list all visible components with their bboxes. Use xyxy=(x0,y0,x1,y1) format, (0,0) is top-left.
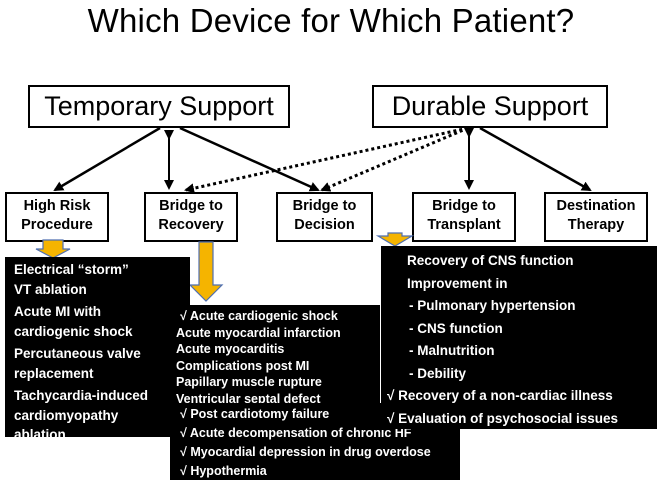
decision-item: - Pulmonary hypertension xyxy=(409,298,576,313)
bridge-decision-line-1: Bridge to xyxy=(292,198,357,214)
arrow-temp-to-decision xyxy=(179,126,320,192)
destination-line-1: Destination xyxy=(556,198,636,214)
bridge-to-transplant-box: Bridge to Transplant xyxy=(412,192,516,242)
bridge-recovery-line-1: Bridge to xyxy=(159,198,223,214)
high-risk-item: VT ablation xyxy=(14,281,87,297)
callout-arrow-decision xyxy=(375,232,415,247)
recovery-item: Ventricular septal defect xyxy=(176,391,321,406)
temporary-support-box: Temporary Support xyxy=(28,85,290,128)
bridge-decision-line-2: Decision xyxy=(294,217,355,233)
high-risk-item: Percutaneous valve xyxy=(14,346,141,361)
arrow-temp-to-highrisk xyxy=(53,126,161,192)
high-risk-item: replacement xyxy=(14,365,94,381)
recovery-item: √ Acute cardiogenic shock xyxy=(180,309,338,323)
recovery-item: √ Myocardial depression in drug overdose xyxy=(180,445,431,459)
durable-support-box: Durable Support xyxy=(372,85,608,128)
bridge-to-recovery-box: Bridge to Recovery xyxy=(144,192,238,242)
destination-line-2: Therapy xyxy=(567,217,625,233)
decision-item: √ Evaluation of psychosocial issues xyxy=(387,410,618,426)
bridge-transplant-line-2: Transplant xyxy=(427,217,501,233)
high-risk-item: Electrical “storm” xyxy=(14,262,129,277)
high-risk-item: ablation xyxy=(14,427,66,442)
dotted-durable-to-decision xyxy=(320,126,469,192)
bridge-transplant-line-1: Bridge to xyxy=(432,198,496,214)
durable-support-label: Durable Support xyxy=(391,91,589,121)
high-risk-item: Tachycardia-induced xyxy=(14,388,149,403)
decision-item: √ Recovery of a non-cardiac illness xyxy=(387,388,613,403)
bridge-to-decision-box: Bridge to Decision xyxy=(276,192,373,242)
recovery-item: Complications post MI xyxy=(176,358,310,373)
arrow-durable-to-destination xyxy=(479,126,592,192)
destination-therapy-box: Destination Therapy xyxy=(544,192,648,242)
bridge-recovery-line-2: Recovery xyxy=(158,217,224,233)
decision-item: Improvement in xyxy=(407,275,508,291)
recovery-item: √ Post cardiotomy failure xyxy=(180,407,330,421)
high-risk-item: cardiomyopathy xyxy=(14,407,119,423)
recovery-item: Acute myocarditis xyxy=(176,342,285,356)
decision-item: Recovery of CNS function xyxy=(407,253,574,268)
high-risk-item: Acute MI with xyxy=(14,304,101,319)
recovery-item: Papillary muscle rupture xyxy=(176,375,322,389)
decision-item: - CNS function xyxy=(409,320,503,336)
decision-item: - Debility xyxy=(409,365,467,381)
high-risk-item: cardiogenic shock xyxy=(14,323,133,339)
callout-arrow-high-risk xyxy=(35,239,71,259)
page-title: Which Device for Which Patient? xyxy=(87,2,575,39)
high-risk-panel: Electrical “storm” VT ablation Acute MI … xyxy=(5,257,190,442)
high-risk-line-2: Procedure xyxy=(21,217,93,233)
dotted-durable-to-recovery xyxy=(184,126,469,194)
decision-transplant-panel: Recovery of CNS function Improvement in … xyxy=(381,246,657,429)
temporary-support-label: Temporary Support xyxy=(44,91,274,121)
recovery-item: √ Acute decompensation of chronic HF xyxy=(180,426,412,440)
high-risk-line-1: High Risk xyxy=(23,198,91,214)
recovery-item: √ Hypothermia xyxy=(180,464,267,478)
recovery-item: Acute myocardial infarction xyxy=(176,325,341,340)
decision-item: - Malnutrition xyxy=(409,343,495,358)
high-risk-procedure-box: High Risk Procedure xyxy=(5,192,109,242)
callout-arrow-recovery xyxy=(188,241,224,302)
